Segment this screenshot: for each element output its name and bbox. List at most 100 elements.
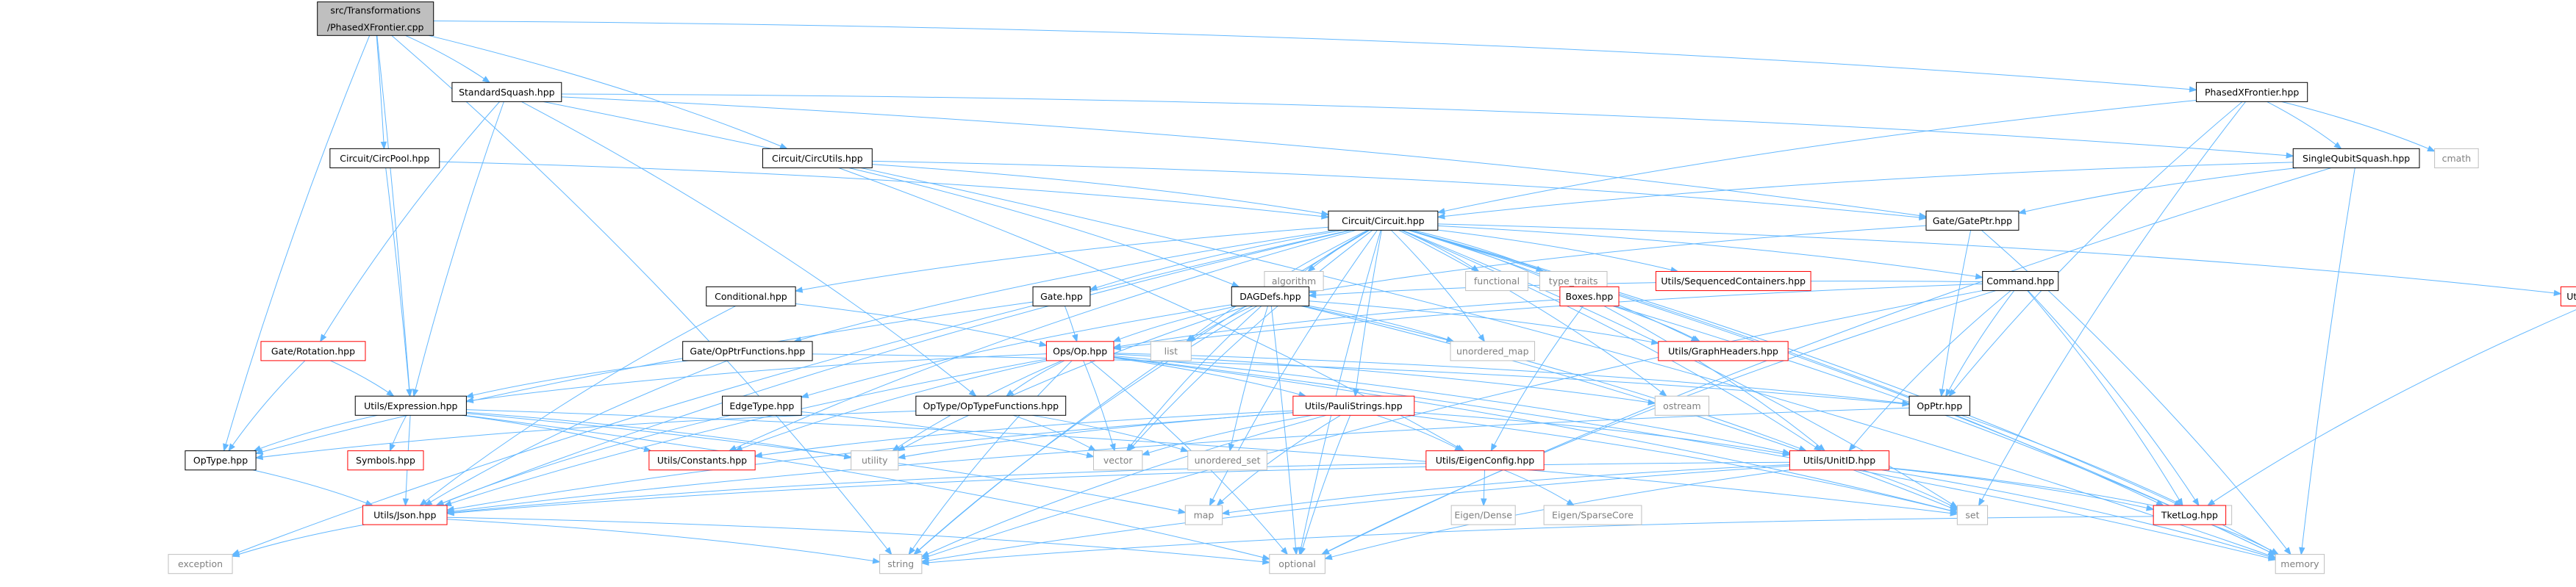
- node-constants[interactable]: Utils/Constants.hpp: [648, 450, 756, 471]
- edge-singlequbitsquash-to-optional: [1321, 167, 2332, 555]
- node-edgetype[interactable]: EdgeType.hpp: [721, 395, 802, 416]
- node-circpool[interactable]: Circuit/CircPool.hpp: [329, 148, 440, 168]
- node-seqcontainers[interactable]: Utils/SequencedContainers.hpp: [1655, 270, 1811, 292]
- node-label: string: [887, 558, 914, 569]
- edge-unitid-to-string: [920, 465, 1790, 564]
- node-conditional[interactable]: Conditional.hpp: [706, 286, 796, 306]
- edge-singlequbitsquash-to-circuit: [1437, 162, 2294, 220]
- node-label: set: [1965, 510, 1979, 521]
- edge-circuit-to-memory: [1409, 229, 2277, 555]
- edge-arrowhead: [482, 76, 491, 84]
- edge-dagdefs-to-list: [1187, 306, 1253, 342]
- node-box: [706, 286, 796, 306]
- edge-paulistrings-to-string: [920, 414, 1327, 558]
- node-gaterotation[interactable]: Gate/Rotation.hpp: [260, 341, 366, 361]
- node-box: [168, 554, 233, 575]
- edge-line: [1309, 281, 1983, 296]
- edge-circuit-to-paulistrings: [1353, 230, 1382, 397]
- node-gateptr[interactable]: Gate/GatePtr.hpp: [1925, 210, 2019, 231]
- edge-phasedxfrontier-to-set: [1978, 101, 2246, 507]
- edge-arrowhead: [2145, 505, 2155, 511]
- edge-arrowhead: [2192, 497, 2200, 507]
- edge-command-to-sstream: [2028, 290, 2200, 507]
- node-vector: vector: [1092, 450, 1143, 471]
- edge-line: [413, 101, 504, 397]
- node-boxes[interactable]: Boxes.hpp: [1559, 286, 1620, 306]
- node-opsop[interactable]: Ops/Op.hpp: [1045, 341, 1115, 361]
- node-circuit[interactable]: Circuit/Circuit.hpp: [1328, 210, 1439, 231]
- node-expression[interactable]: Utils/Expression.hpp: [354, 395, 467, 416]
- edge-arrowhead: [1692, 335, 1701, 342]
- edge-singlequbitsquash-to-gateptr: [2017, 167, 2297, 215]
- node-graphheaders[interactable]: Utils/GraphHeaders.hpp: [1658, 341, 1789, 361]
- node-label: unordered_set: [1195, 455, 1261, 466]
- node-set: set: [1956, 505, 1989, 525]
- edge-line: [1113, 283, 1983, 349]
- edge-arrowhead: [446, 509, 454, 516]
- node-circutils[interactable]: Circuit/CircUtils.hpp: [762, 148, 873, 168]
- edge-root-to-expression: [376, 35, 413, 397]
- edge-line: [898, 412, 1293, 458]
- node-unitid[interactable]: Utils/UnitID.hpp: [1789, 450, 1890, 471]
- edge-root-to-string: [391, 35, 892, 555]
- edge-arrowhead: [754, 452, 763, 458]
- edge-arrowhead: [1437, 208, 1446, 215]
- edge-expression-to-optype: [253, 414, 378, 452]
- node-box: [1425, 450, 1545, 471]
- edge-line: [913, 306, 1258, 555]
- edge-circutils-to-dagdefs: [848, 167, 1240, 287]
- node-optypefunctions[interactable]: OpType/OpTypeFunctions.hpp: [915, 395, 1067, 416]
- edge-line: [872, 164, 1329, 215]
- edge-arrowhead: [2553, 289, 2562, 297]
- node-opptr[interactable]: OpPtr.hpp: [1908, 395, 1971, 416]
- node-gateopptrfunctions[interactable]: Gate/OpPtrFunctions.hpp: [682, 341, 813, 361]
- edge-arrowhead: [1109, 443, 1116, 452]
- node-box: [879, 554, 923, 575]
- node-gate[interactable]: Gate.hpp: [1032, 286, 1091, 306]
- edge-line: [1309, 225, 1927, 293]
- edge-line: [446, 463, 1426, 514]
- edge-line: [466, 411, 851, 458]
- node-tketlog[interactable]: TketLog.hpp: [2153, 505, 2227, 525]
- edge-circpool-to-expression: [385, 168, 412, 397]
- edge-line: [232, 229, 1350, 555]
- edge-line: [1941, 230, 1972, 397]
- node-label: Ops/Op.hpp: [1053, 345, 1107, 356]
- node-eigenconfig[interactable]: Utils/EigenConfig.hpp: [1425, 450, 1545, 471]
- edge-paulistrings-to-vector: [1141, 414, 1313, 456]
- edge-arrowhead: [402, 498, 409, 507]
- node-label: Utils/Assert.hpp: [2566, 291, 2576, 302]
- node-command[interactable]: Command.hpp: [1982, 270, 2059, 292]
- edge-command-to-tketlog: [2027, 290, 2183, 507]
- edge-arrowhead: [389, 443, 396, 452]
- node-label: Boxes.hpp: [1566, 291, 1614, 302]
- node-singlequbitsquash[interactable]: SingleQubitSquash.hpp: [2292, 148, 2420, 168]
- edge-opsop-to-ostream: [1113, 353, 1656, 406]
- edge-root-to-circutils: [428, 35, 788, 149]
- edge-paulistrings-to-set: [1408, 414, 1958, 514]
- edge-gateopptrfunctions-to-expression: [465, 360, 689, 398]
- node-box: [1655, 270, 1811, 292]
- node-symbols[interactable]: Symbols.hpp: [347, 450, 424, 471]
- edge-line: [755, 410, 1293, 457]
- node-optype[interactable]: OpType.hpp: [185, 450, 257, 471]
- node-standardsquash[interactable]: StandardSquash.hpp: [451, 82, 562, 102]
- edge-arrowhead: [1950, 508, 1958, 514]
- edge-line: [1437, 223, 2561, 295]
- node-box: [1450, 505, 1516, 525]
- edge-line: [1006, 360, 1065, 397]
- node-box: [1045, 341, 1115, 361]
- node-json[interactable]: Utils/Json.hpp: [362, 505, 448, 525]
- node-paulistrings[interactable]: Utils/PauliStrings.hpp: [1292, 395, 1415, 416]
- node-box: [185, 450, 257, 471]
- edge-edgetype-to-vector: [801, 411, 1095, 458]
- edge-arrowhead: [2286, 152, 2294, 159]
- node-label: Circuit/Circuit.hpp: [1342, 215, 1425, 226]
- edge-boxes-to-graphheaders: [1612, 305, 1701, 342]
- node-dagdefs[interactable]: DAGDefs.hpp: [1231, 286, 1310, 306]
- edge-root-to-phasedxfrontier: [433, 21, 2197, 93]
- node-phasedxfrontier[interactable]: PhasedXFrontier.hpp: [2196, 82, 2308, 102]
- node-assert[interactable]: Utils/Assert.hpp: [2560, 286, 2576, 306]
- edge-line: [1612, 305, 1700, 342]
- edge-command-to-dagdefs: [1308, 281, 1983, 298]
